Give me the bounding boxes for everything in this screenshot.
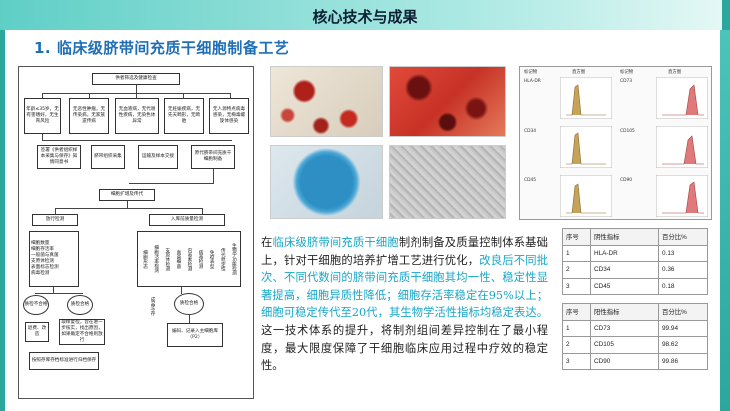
right-decor-band — [720, 30, 730, 411]
negative-marker-table: 序号 阴性指标 百分比% 1 HLA-DR 0.13 2 CD34 0.36 3… — [562, 228, 708, 295]
process-flowchart: 供者筛选及健康检查 年龄≤35岁，无有害嗜好，无生育风险 无恶性肿瘤，无传染病，… — [18, 66, 254, 399]
cyto-label-cd105: CD105 — [620, 129, 635, 134]
flow-donor-screening: 供者筛选及健康检查 — [92, 73, 180, 85]
stain-image-red-2 — [389, 66, 506, 137]
histogram-cd34 — [560, 126, 612, 168]
stain-image-blue — [270, 145, 383, 219]
page-title: 核心技术与成果 — [312, 8, 418, 26]
flow-full-test: 入库前质量检测 — [149, 214, 225, 226]
cyto-header-marker-left: 标记物 — [524, 70, 538, 75]
flow-criteria-5: 无人源特点病毒感染，无梅毒螺旋体感染 — [209, 98, 249, 134]
flow-transport: 运输及样本交接 — [138, 145, 178, 169]
cyto-label-cd34: CD34 — [524, 129, 537, 134]
header-bar — [0, 0, 730, 30]
histogram-cd105 — [656, 126, 708, 168]
flow-full-qualified: 质检合格 — [174, 293, 204, 315]
cyto-label-cd45: CD45 — [524, 178, 537, 183]
histogram-cd73 — [656, 77, 708, 119]
cyto-header-marker-right: 标记物 — [620, 70, 634, 75]
flow-cytometry-panel: 标记物 直方图 标记物 直方图 HLA-DR CD73 CD34 CD105 C… — [519, 66, 712, 220]
table-row: 3 CD90 99.86 — [562, 352, 708, 370]
table-row: 3 CD45 0.18 — [562, 277, 708, 295]
cyto-header-plot-right: 直方图 — [668, 70, 682, 75]
highlight-results: 改良后不同批次、不同代数间的脐带间充质干细胞其均一性、稳定性显著提高，细胞异质性… — [261, 253, 548, 320]
flow-criteria-2: 无恶性肿瘤，无传染病，无家族遗传病 — [69, 98, 109, 134]
histogram-hla-dr — [560, 77, 612, 119]
table-row: 1 HLA-DR 0.13 — [562, 244, 708, 262]
histogram-cd45 — [560, 175, 612, 217]
section-title: 1. 临床级脐带间充质干细胞制备工艺 — [34, 39, 290, 57]
flow-loop-label: 成品冻存 — [150, 297, 155, 316]
flow-discard: 退费、改造 — [25, 322, 49, 342]
flow-release-test: 放行检测 — [32, 214, 78, 226]
flow-release-unqualified: 质检不合格 — [23, 295, 49, 315]
flow-isolate: 原代脐带间充质干细胞制备 — [191, 145, 235, 169]
highlight-title: 临床级脐带间充质干细胞 — [272, 236, 399, 249]
flow-label-store: 编码、记录入主细胞库（P2） — [167, 323, 223, 347]
table-header: 序号 阳性指标 百分比% — [562, 303, 708, 321]
cyto-label-cd73: CD73 — [620, 79, 633, 84]
flow-expand: 细胞扩增及传代 — [99, 189, 155, 201]
left-decor-band — [0, 30, 5, 411]
cell-culture-image — [389, 145, 506, 219]
flow-criteria-4: 无妊娠疾病，无先天畸形，无畸胎 — [164, 98, 204, 134]
flow-consent: 签署《供者组织样本采集与保存》知情同意书 — [37, 145, 81, 169]
cyto-label-hla-dr: HLA-DR — [524, 79, 541, 84]
flow-retrieve: 取样复检，旨在进一步核实，找出原因，如果确定不合格则放行 — [59, 319, 105, 345]
table-header: 序号 阴性指标 百分比% — [562, 228, 708, 246]
flow-release-qualified: 质检合格 — [67, 295, 93, 315]
flow-full-items: 生物学功能检测 传代稳定性 免疫表型 病毒检测 内毒素检测 真菌细菌 支原体检测… — [137, 231, 241, 287]
cyto-label-cd90: CD90 — [620, 178, 633, 183]
table-row: 2 CD34 0.36 — [562, 261, 708, 279]
table-row: 2 CD105 98.62 — [562, 336, 708, 354]
flow-collect: 脐带组织采集 — [91, 145, 125, 169]
positive-marker-table: 序号 阳性指标 百分比% 1 CD73 99.94 2 CD105 98.62 … — [562, 303, 708, 370]
flow-criteria-3: 无血液病，无代谢性疾病，无染色体异常 — [115, 98, 159, 134]
flow-archive: 按照存库存档标准进行归档保存 — [29, 352, 99, 370]
flow-criteria-1: 年龄≤35岁，无有害嗜好，无生育风险 — [24, 98, 61, 134]
stain-image-red-1 — [270, 66, 383, 137]
table-row: 1 CD73 99.94 — [562, 319, 708, 337]
description-paragraph: 在临床级脐带间充质干细胞制剂制备及质量控制体系基础上，针对干细胞的培养扩增工艺进… — [261, 236, 548, 373]
header-accent — [722, 0, 730, 30]
flow-release-items: 细胞数量 细胞存活率 一般菌与真菌 支原体检测 表面标志检测 病毒检测 — [29, 231, 79, 287]
cyto-header-plot-left: 直方图 — [572, 70, 586, 75]
histogram-cd90 — [656, 175, 708, 217]
